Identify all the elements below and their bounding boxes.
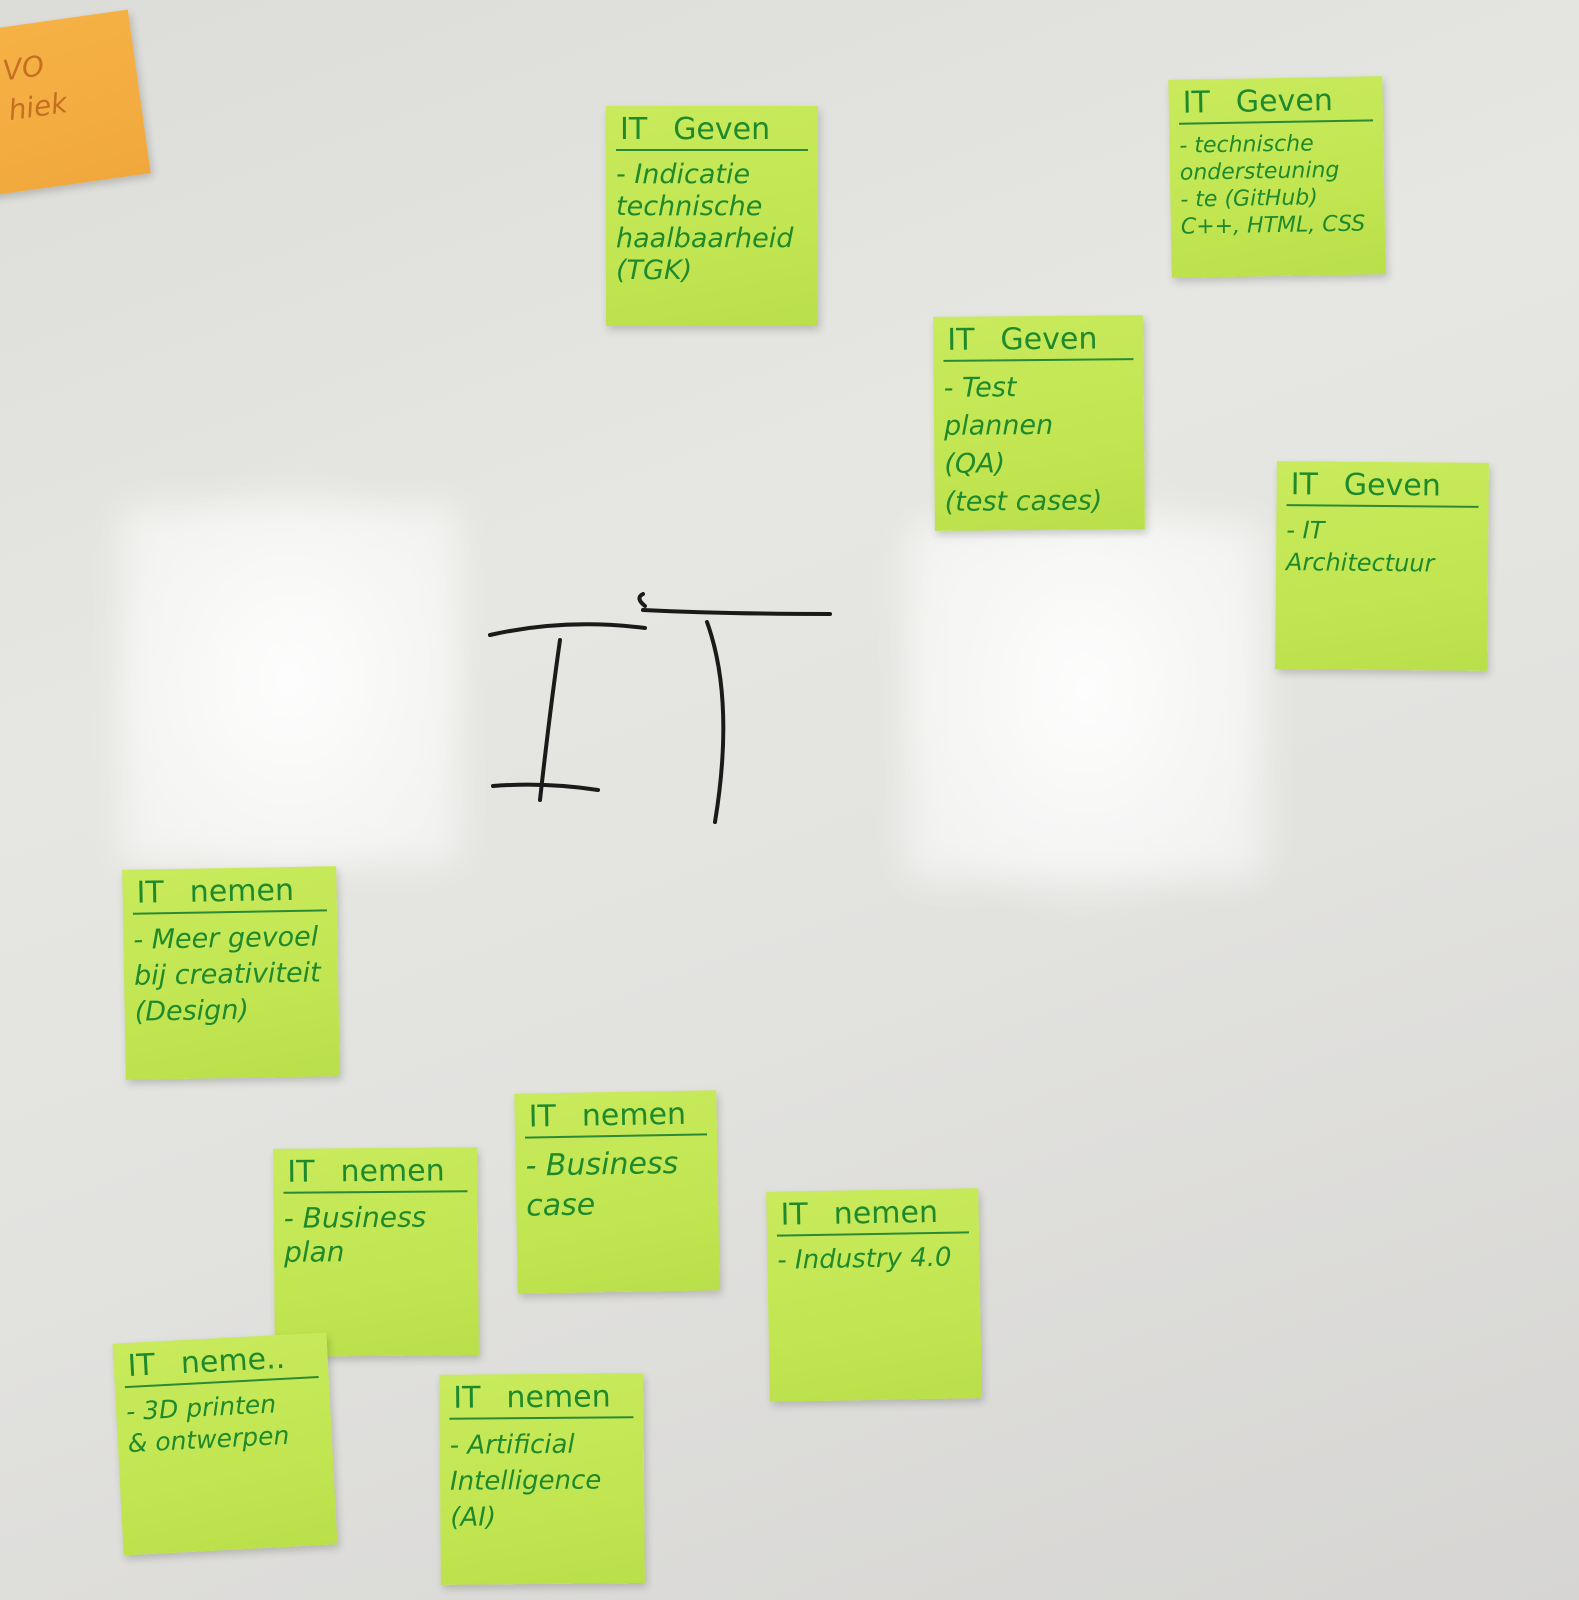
note-header: IT Geven bbox=[1286, 467, 1479, 508]
note-header-it: IT bbox=[1290, 467, 1319, 503]
note-header: IT nemen bbox=[283, 1153, 468, 1194]
note-header-it: IT bbox=[947, 322, 975, 358]
note-header-keyword: Geven bbox=[673, 112, 771, 147]
note-header-keyword: nemen bbox=[506, 1379, 611, 1416]
note-header-keyword: Geven bbox=[1235, 83, 1334, 120]
note-body: - Test plannen (QA) (test cases) bbox=[943, 372, 1103, 518]
it-title-drawing: IT bbox=[485, 590, 832, 824]
note-header-it: IT bbox=[136, 875, 165, 911]
sticky-note-it-geven-test: IT Geven - Test plannen (QA) (test cases… bbox=[933, 315, 1145, 531]
note-header-keyword: Geven bbox=[1343, 467, 1441, 504]
sticky-note-it-nemen-business-plan: IT nemen - Business plan bbox=[273, 1147, 479, 1357]
note-body: - Business plan bbox=[283, 1200, 427, 1269]
it-title-text: IT bbox=[485, 590, 486, 591]
sticky-note-it-nemen-ai: IT nemen - Artificial Intelligence (AI) bbox=[439, 1373, 645, 1585]
sticky-note-it-geven-architectuur: IT Geven - IT Architectuur bbox=[1275, 461, 1489, 671]
note-header: IT nemen bbox=[449, 1379, 634, 1420]
note-header-it: IT bbox=[528, 1099, 557, 1135]
note-header-it: IT bbox=[453, 1380, 481, 1416]
note-body: - technische ondersteuning - te (GitHub)… bbox=[1179, 131, 1366, 240]
orange-sticky-note: VO hiek bbox=[0, 9, 151, 196]
note-header: IT neme.. bbox=[122, 1339, 319, 1389]
sticky-note-it-geven-support: IT Geven - technische ondersteuning - te… bbox=[1168, 76, 1386, 278]
light-reflection-right bbox=[905, 520, 1265, 880]
note-header-it: IT bbox=[780, 1197, 809, 1233]
note-header-it: IT bbox=[126, 1347, 156, 1384]
note-header: IT nemen bbox=[524, 1096, 708, 1139]
note-body: - Industry 4.0 bbox=[777, 1242, 952, 1276]
sticky-note-it-nemen-3d-printen: IT neme.. - 3D printen & ontwerpen bbox=[112, 1332, 338, 1556]
note-header-keyword: nemen bbox=[189, 872, 295, 910]
sticky-note-it-geven-tgk: IT Geven - Indicatie technische haalbaar… bbox=[606, 106, 818, 326]
note-header: IT Geven bbox=[1178, 82, 1374, 125]
note-body: - Meer gevoel bij creativiteit (Design) bbox=[133, 921, 321, 1028]
sticky-note-it-nemen-business-case: IT nemen - Business case bbox=[514, 1090, 720, 1294]
light-reflection-left bbox=[120, 505, 460, 865]
note-header-it: IT bbox=[1182, 85, 1211, 121]
note-header-it: IT bbox=[620, 112, 648, 147]
note-header: IT nemen bbox=[776, 1194, 969, 1237]
note-body: - Business case bbox=[525, 1145, 679, 1224]
note-header-it: IT bbox=[287, 1154, 315, 1190]
note-header-keyword: Geven bbox=[1000, 321, 1098, 358]
sticky-note-it-nemen-industry: IT nemen - Industry 4.0 bbox=[766, 1188, 982, 1402]
sticky-note-it-nemen-design: IT nemen - Meer gevoel bij creativiteit … bbox=[122, 866, 340, 1080]
note-header-keyword: nemen bbox=[581, 1096, 687, 1134]
note-body: - IT Architectuur bbox=[1285, 516, 1435, 578]
orange-note-text: VO hiek bbox=[0, 49, 70, 128]
note-header-keyword: nemen bbox=[340, 1153, 445, 1190]
note-header-keyword: neme.. bbox=[180, 1340, 286, 1382]
note-header: IT Geven bbox=[616, 112, 808, 151]
note-header: IT Geven bbox=[943, 321, 1134, 362]
note-body: - Artificial Intelligence (AI) bbox=[449, 1429, 602, 1533]
note-header-keyword: nemen bbox=[833, 1194, 939, 1232]
note-body: - Indicatie technische haalbaarheid (TGK… bbox=[616, 159, 794, 286]
note-body: - 3D printen & ontwerpen bbox=[125, 1389, 290, 1459]
note-header: IT nemen bbox=[132, 872, 327, 915]
